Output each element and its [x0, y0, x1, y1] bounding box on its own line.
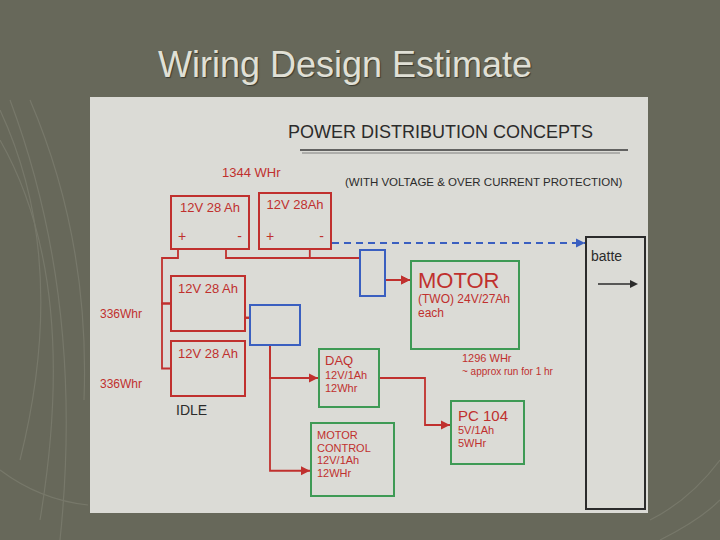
protection-box	[360, 250, 385, 296]
runtime-note: ~ approx run for 1 hr	[462, 366, 553, 378]
energy-note: 336Whr	[100, 308, 142, 322]
box-heading: 12V 28 Ah	[178, 282, 238, 297]
battery-box: 12V 28Ah+-	[258, 192, 332, 250]
motor-box: MOTOR(TWO) 24V/27Ah each	[410, 260, 520, 350]
box-heading: 12V 28 Ah	[178, 347, 238, 362]
arrow-head	[441, 421, 450, 430]
arrow-head	[401, 276, 410, 285]
board-heading: POWER DISTRIBUTION CONCEPTS	[288, 122, 593, 143]
arrow-symbol	[630, 280, 638, 288]
terminal-sign: -	[237, 228, 242, 244]
battery-box: 12V 28 Ah	[170, 275, 246, 332]
terminal-sign: +	[266, 228, 274, 244]
wire-line	[162, 304, 170, 369]
energy-note: 1344 WHr	[222, 166, 281, 181]
protection-box	[250, 305, 300, 345]
box-heading: PC 104	[458, 407, 517, 424]
energy-note: 1296 WHr	[462, 352, 512, 365]
wire-connector	[332, 239, 585, 248]
box-text: (TWO) 24V/27Ah each	[418, 293, 512, 321]
board-subheading: (WITH VOLTAGE & OVER CURRENT PROTECTION)	[345, 176, 622, 189]
box-heading: batte	[591, 248, 640, 264]
heading-underline	[302, 153, 620, 154]
box-heading: MOTOR	[418, 268, 512, 293]
terminal-row: +-	[178, 228, 242, 244]
box-heading: 12V 28 Ah	[178, 201, 242, 216]
terminal-row: +-	[266, 228, 324, 244]
energy-note: 336Whr	[100, 378, 142, 392]
box-heading: DAQ	[325, 354, 373, 369]
box-heading: MOTOR CONTROL	[317, 429, 388, 454]
computer-box: PC 1045V/1Ah 5WHr	[450, 400, 525, 465]
battery-box: 12V 28 Ah+-	[170, 195, 250, 250]
daq-box: DAQ12V/1Ah 12Whr	[318, 348, 380, 408]
whiteboard-photo	[90, 97, 648, 513]
status-note: IDLE	[176, 402, 207, 418]
box-text: 5V/1Ah 5WHr	[458, 424, 517, 449]
slide-title: Wiring Design Estimate	[100, 44, 590, 85]
controller-box: MOTOR CONTROL12V/1Ah 12WHr	[310, 422, 395, 497]
wire-line	[332, 242, 585, 244]
arrow-symbol	[598, 283, 632, 285]
battery-block: batte	[585, 236, 646, 510]
arrow-head	[401, 276, 410, 285]
wire-connector	[162, 304, 170, 369]
arrow-head	[576, 239, 585, 248]
box-text: 12V/1Ah 12WHr	[317, 454, 388, 479]
arrow-head	[301, 466, 310, 475]
wire-line	[380, 378, 450, 425]
terminal-sign: +	[178, 228, 186, 244]
box-heading: 12V 28Ah	[266, 198, 324, 213]
heading-underline	[300, 149, 628, 150]
battery-box: 12V 28 Ah	[170, 340, 246, 397]
box-text: 12V/1Ah 12Whr	[325, 369, 373, 394]
terminal-sign: -	[319, 228, 324, 244]
arrow-head	[309, 374, 318, 383]
